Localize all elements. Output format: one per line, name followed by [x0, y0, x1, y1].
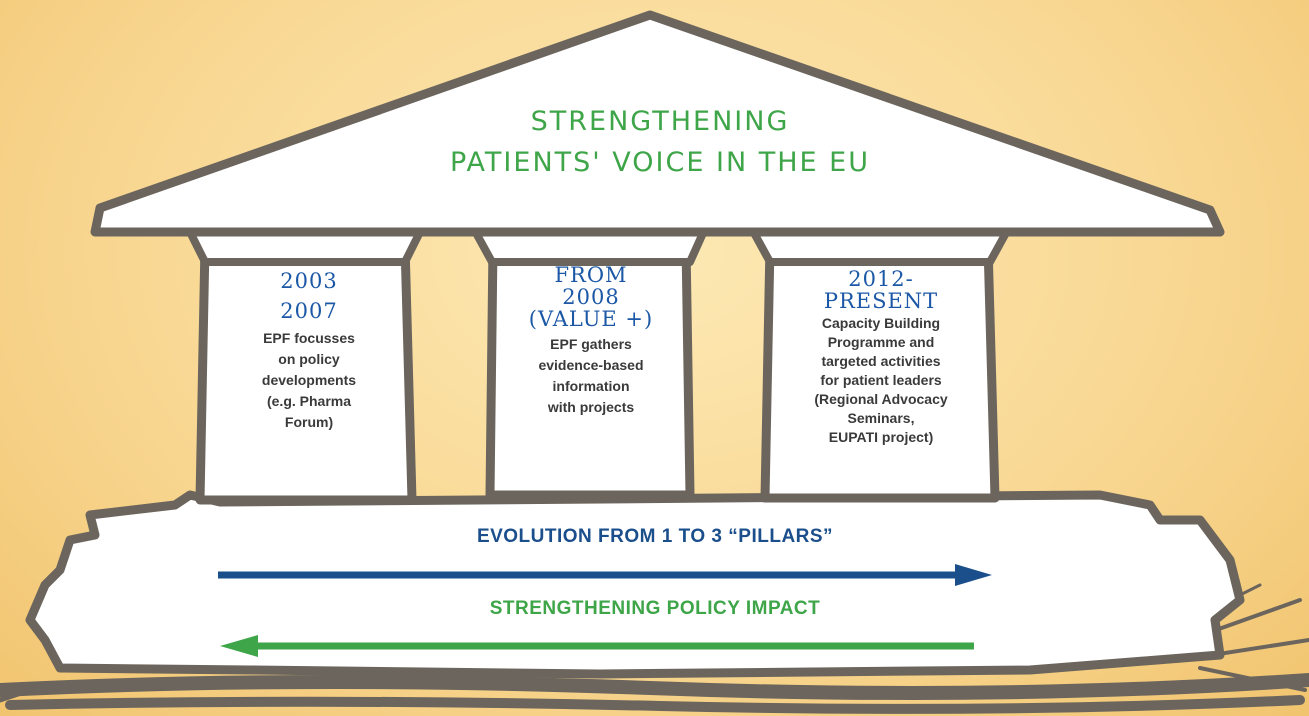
pillar-3-title-line2: PRESENT	[823, 289, 939, 313]
pillar-1-title-line2: 2007	[280, 299, 338, 323]
pillar-2-description: EPF gathers evidence-based information w…	[538, 336, 644, 415]
roof-title-line1: STRENGTHENING	[530, 106, 790, 137]
arrow-right	[218, 564, 992, 586]
pillar-2-title-line3: (VALUE +)	[528, 307, 654, 331]
pillar-2-content: FROM 2008 (VALUE +) EPF gathers evidence…	[500, 264, 682, 418]
pillar-3-title-line1: 2012-	[848, 267, 914, 291]
base-label-policy-impact: STRENGTHENING POLICY IMPACT	[489, 598, 821, 619]
roof-title-line2: PATIENTS' VOICE IN THE EU	[450, 147, 870, 178]
pillar-3-description: Capacity Building Programme and targeted…	[814, 315, 948, 445]
arrow-left	[220, 635, 974, 657]
pillar-1-title-line1: 2003	[280, 269, 338, 293]
pillar-2-title-line1: FROM	[554, 263, 628, 287]
pillar-2-title-line2: 2008	[562, 285, 620, 309]
pillar-3-content: 2012- PRESENT Capacity Building Programm…	[776, 268, 986, 447]
pillar-1-content: 2003 2007 EPF focusses on policy develop…	[214, 270, 404, 433]
temple-roof	[90, 10, 1225, 237]
pillar-1-description: EPF focusses on policy developments (e.g…	[261, 330, 357, 430]
base-label-evolution: EVOLUTION FROM 1 TO 3 “PILLARS”	[476, 526, 834, 547]
